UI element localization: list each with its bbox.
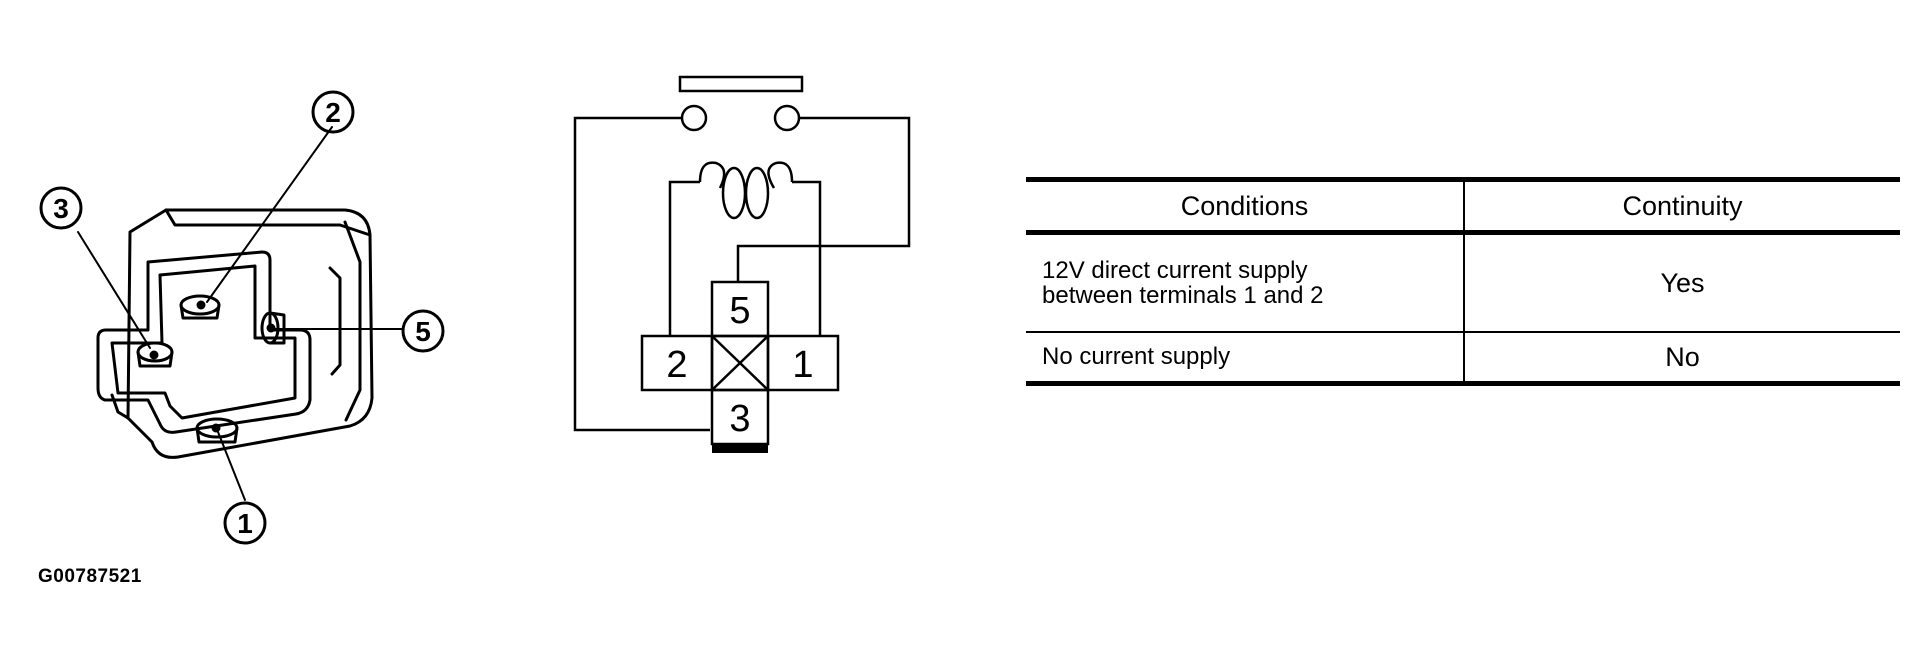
switch-contact-left bbox=[680, 104, 708, 132]
header-continuity: Continuity bbox=[1464, 177, 1900, 235]
schematic-terminal-2: 2 bbox=[666, 344, 687, 386]
condition-cell: No current supply bbox=[1026, 332, 1465, 386]
continuity-cell: Yes bbox=[1464, 232, 1900, 333]
condition-line: No current supply bbox=[1042, 343, 1231, 371]
table-row: 12V direct current supply between termin… bbox=[1026, 232, 1900, 333]
switch-contact-bar bbox=[678, 75, 804, 93]
callout-label-3: 3 bbox=[53, 193, 69, 224]
condition-cell: 12V direct current supply between termin… bbox=[1026, 232, 1465, 333]
condition-line: 12V direct current supply bbox=[1042, 256, 1308, 284]
callout-label-5: 5 bbox=[415, 316, 431, 347]
table-header-row: Conditions Continuity bbox=[1026, 177, 1900, 235]
callout-label-2: 2 bbox=[325, 97, 341, 128]
figure-id: G00787521 bbox=[38, 566, 142, 587]
switch-contact-right bbox=[773, 104, 801, 132]
continuity-table: Conditions Continuity 12V direct current… bbox=[1026, 177, 1900, 386]
relay-connector-illustration: 3 2 5 1 bbox=[39, 90, 445, 545]
continuity-cell: No bbox=[1464, 332, 1900, 386]
connector-lock-tab bbox=[712, 444, 768, 453]
schematic-terminal-3: 3 bbox=[729, 398, 750, 440]
callout-label-1: 1 bbox=[237, 508, 253, 539]
schematic-terminal-5: 5 bbox=[729, 290, 750, 332]
relay-coil bbox=[698, 161, 794, 220]
schematic-terminal-1: 1 bbox=[792, 344, 813, 386]
relay-schematic-diagram: 5 2 1 3 bbox=[573, 75, 911, 453]
terminal-box-1 bbox=[766, 334, 840, 392]
condition-line: between terminals 1 and 2 bbox=[1042, 282, 1324, 309]
header-conditions: Conditions bbox=[1026, 177, 1465, 235]
table-row: No current supply No bbox=[1026, 332, 1900, 386]
